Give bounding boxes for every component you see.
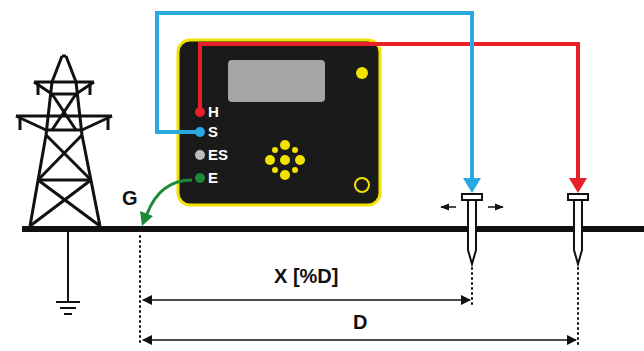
point-label: G [122, 186, 138, 210]
potential-wire [157, 13, 472, 178]
dimension-label: D [353, 310, 367, 334]
terminal-e [195, 173, 205, 183]
indicator-dot [356, 67, 368, 79]
extension-lines [140, 236, 578, 346]
terminal-h [195, 107, 205, 117]
earth-lead [147, 180, 192, 214]
tester-display [228, 60, 325, 102]
terminal-label: E [208, 169, 218, 187]
terminal-label: S [208, 123, 218, 141]
move-arrow [488, 206, 503, 208]
current-probe [568, 194, 588, 264]
pylon [16, 56, 112, 226]
current-wire-head [569, 178, 587, 193]
ground-line [22, 226, 644, 232]
dimension-line [143, 299, 470, 301]
earth-lead-head [140, 211, 153, 226]
terminal-label: H [208, 103, 219, 121]
dimension-line [143, 339, 576, 341]
potential-wire-head [463, 178, 481, 193]
earth-symbol [56, 232, 80, 314]
tester-instrument: HS ES E [178, 40, 380, 205]
potential-probe [462, 194, 482, 264]
keypad [265, 140, 305, 180]
move-arrow [441, 206, 456, 208]
dimension-label: X [%D] [274, 264, 338, 288]
terminal-label: ES [208, 146, 228, 164]
current-wire [200, 44, 578, 178]
terminal-es [195, 150, 205, 160]
tester-housing [178, 40, 380, 205]
terminal-s [195, 127, 205, 137]
power-button [355, 178, 369, 192]
